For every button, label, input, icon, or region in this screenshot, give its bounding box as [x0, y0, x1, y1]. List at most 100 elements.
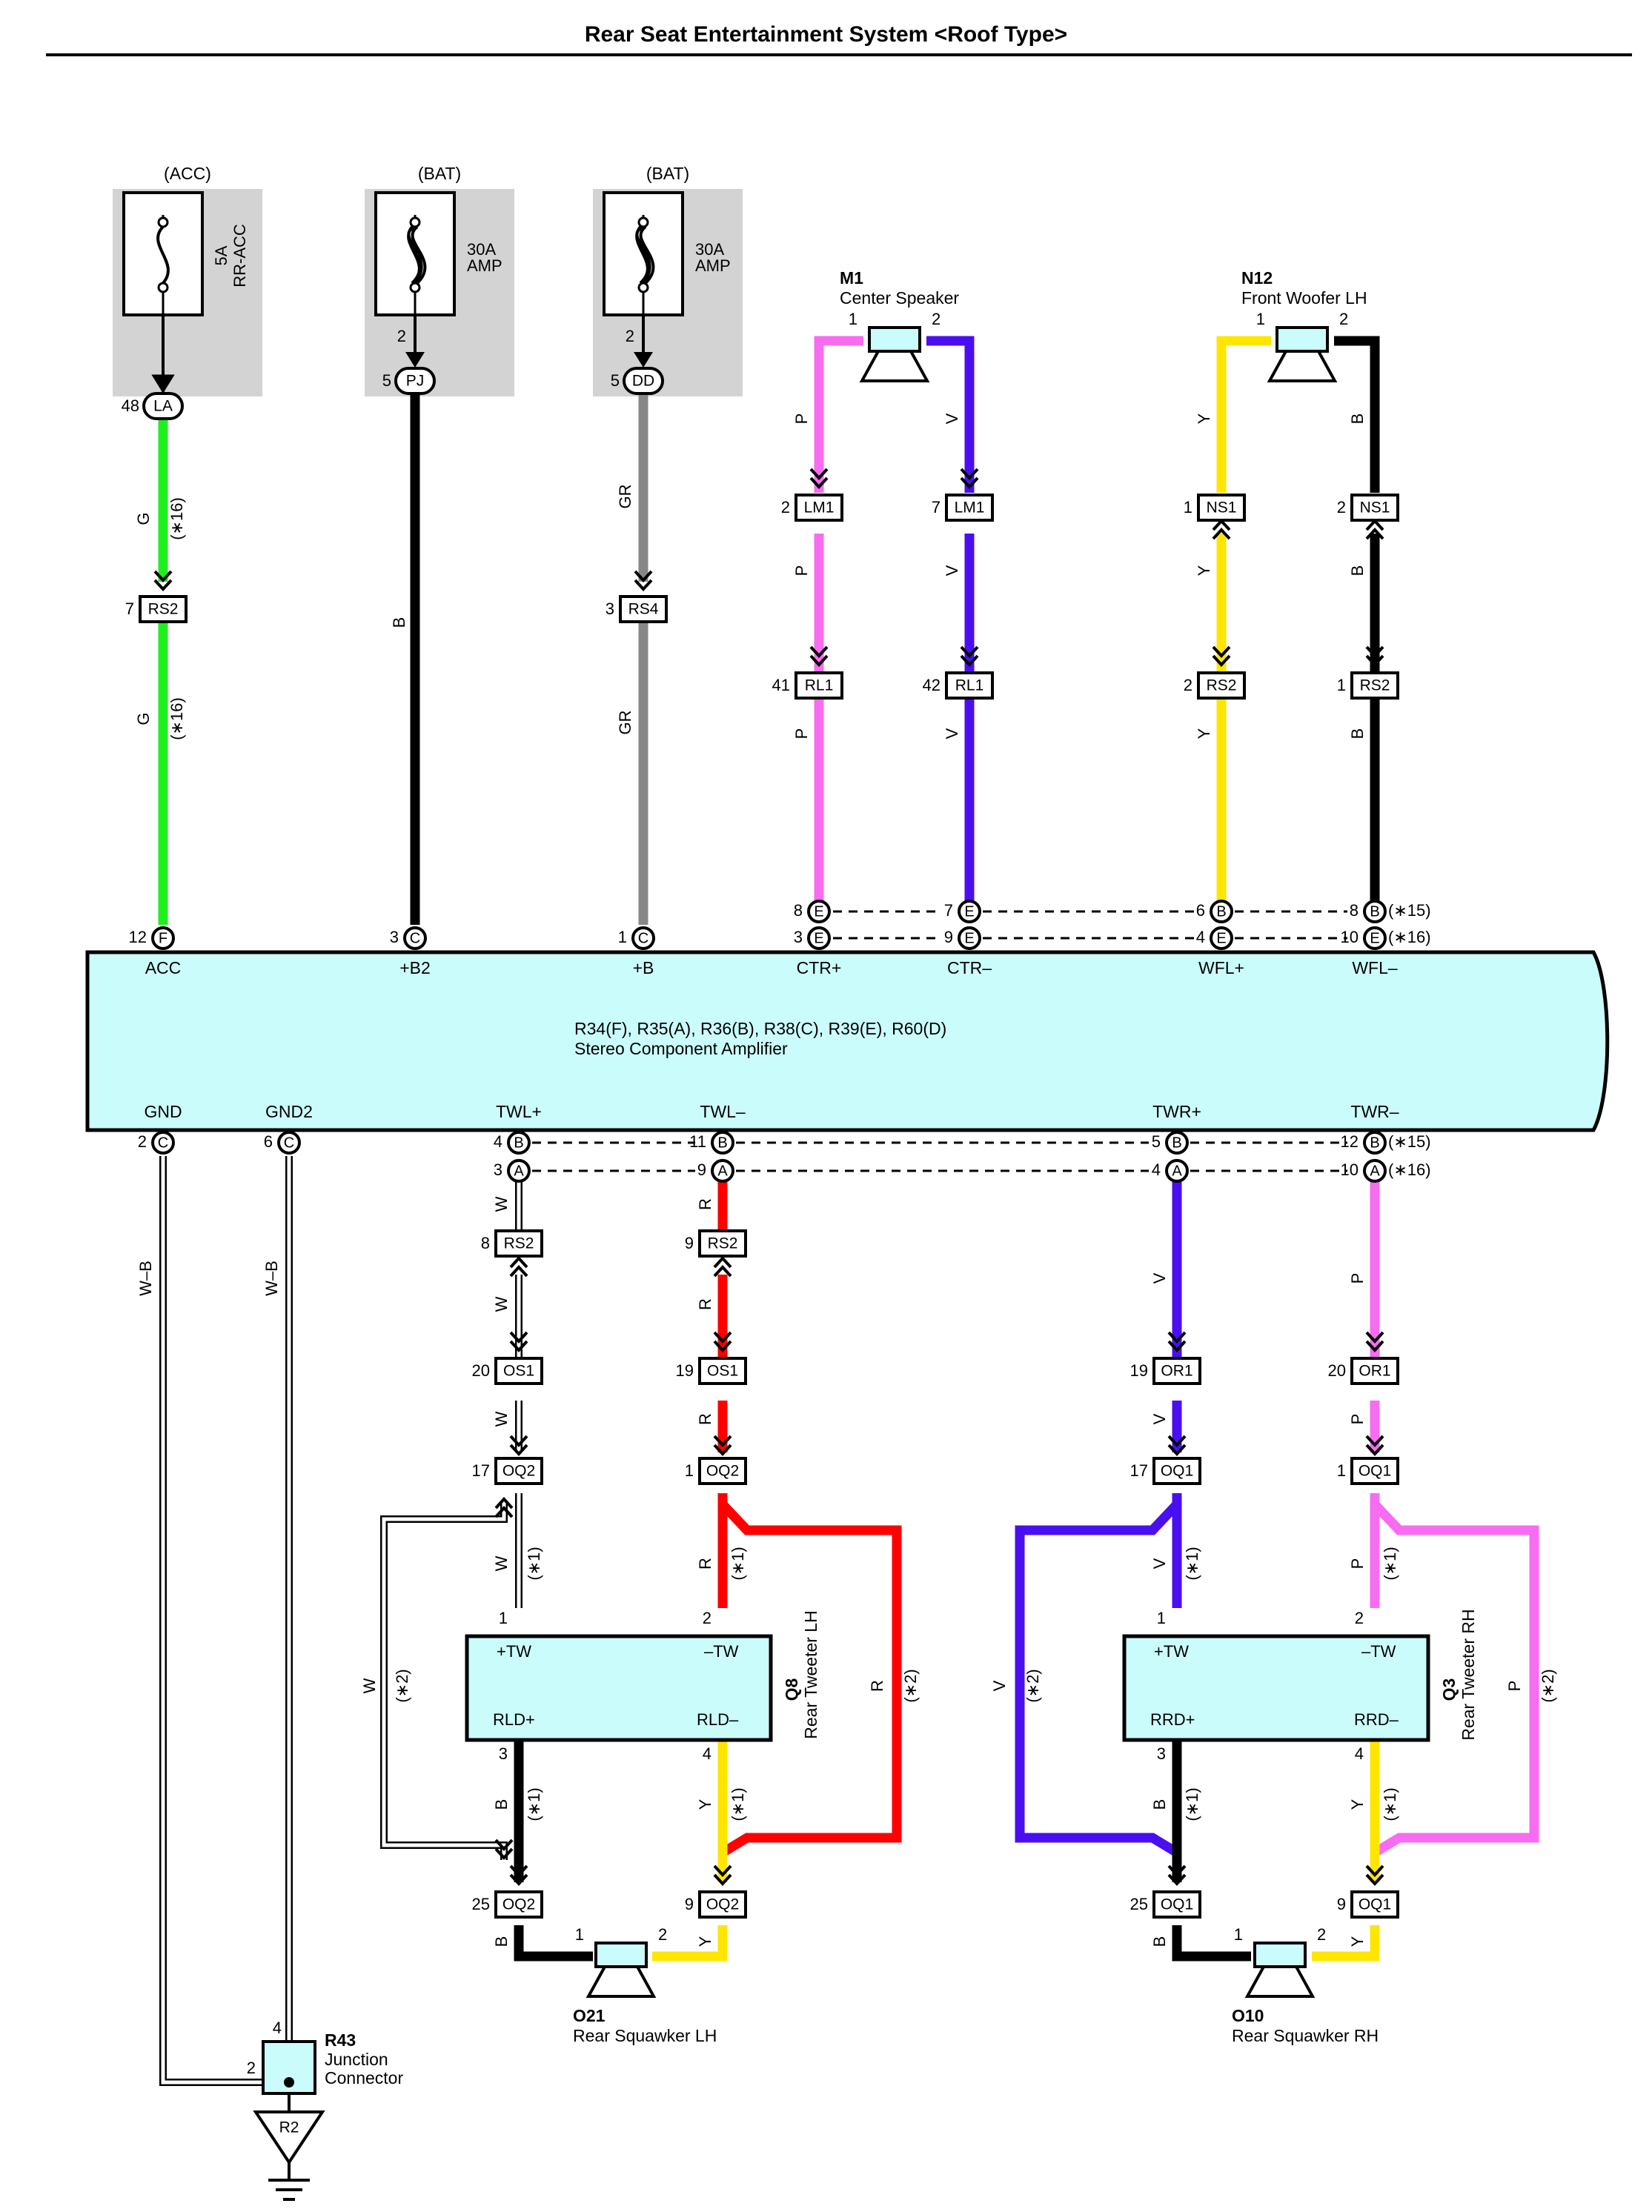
fuse-rating: 30A: [695, 240, 724, 259]
variant-note: (∗15): [1388, 901, 1431, 920]
terminal: [1363, 1131, 1387, 1155]
speaker-pin: 1: [1256, 310, 1265, 328]
terminal: [1165, 1131, 1189, 1155]
chevron-icon: [509, 1256, 528, 1269]
wire-color-label: P: [1348, 1414, 1367, 1425]
amp-pin: 8: [1350, 901, 1359, 920]
tweeter-terminal: –TW: [1361, 1642, 1396, 1661]
wire-color-label: W: [492, 1411, 511, 1426]
amp-pin: 3: [494, 1160, 502, 1179]
terminal: [1363, 900, 1387, 923]
chevron-icon: [1212, 645, 1231, 658]
amp-pin: 3: [390, 928, 399, 946]
terminal: [958, 926, 981, 950]
chevron-icon: [713, 1331, 732, 1344]
connector-pin: 1: [1184, 498, 1192, 517]
tweeter-pin: 1: [1157, 1609, 1166, 1627]
speaker-cone-icon: [586, 1965, 657, 1998]
wire-color-label: B: [390, 617, 408, 628]
chevron-icon: [153, 579, 173, 591]
chevron-icon: [1365, 519, 1384, 531]
amp-pin: 4: [494, 1132, 502, 1151]
connector-pin: 20: [1328, 1361, 1346, 1380]
wire-color-label: GR: [616, 485, 634, 509]
fuse-terminal: [157, 216, 169, 228]
terminal-letter: B: [1216, 903, 1226, 920]
chevron-icon: [634, 570, 653, 582]
chevron-icon: [509, 1435, 528, 1447]
chevron-icon: [960, 476, 979, 489]
amp-pin: 6: [1196, 901, 1205, 920]
connector-name: OR1: [1161, 1363, 1192, 1380]
terminal: [1165, 1159, 1189, 1183]
terminal: [807, 900, 831, 923]
amp-terminal-label: ACC: [145, 958, 182, 977]
connector: [1197, 671, 1246, 700]
wire-color-label: R: [696, 1198, 714, 1210]
connector-name: NS1: [1360, 499, 1390, 517]
wire-color-label: B: [492, 1799, 511, 1810]
wire-layer: [154, 336, 1539, 2086]
wire-color-label: (∗1): [1183, 1787, 1201, 1821]
tweeter-id: Q3: [1439, 1678, 1459, 1701]
terminal-letter: A: [514, 1163, 524, 1179]
terminal: [1363, 1159, 1387, 1183]
terminal: [1210, 926, 1233, 950]
wire-color-label: (∗1): [525, 1547, 543, 1580]
wire-ctr-minus: [926, 336, 975, 903]
connector-name: LM1: [955, 499, 985, 517]
connector-name: RS4: [628, 601, 659, 618]
connector-pin: 19: [1130, 1361, 1148, 1380]
speaker-magnet: [1276, 326, 1329, 353]
wire-color-label: W: [492, 1296, 511, 1312]
chevron-icon: [809, 476, 829, 489]
connector-pin: 17: [1130, 1461, 1148, 1480]
terminal-letter: B: [1370, 1135, 1379, 1151]
amp-pin: 1: [618, 928, 627, 946]
chevron-icon: [1365, 654, 1384, 667]
terminal: [507, 1159, 531, 1183]
speaker-name: Rear Squawker LH: [573, 2026, 717, 2045]
chevron-icon: [509, 1340, 528, 1352]
amp-pin: 2: [138, 1132, 147, 1151]
terminal-letter: E: [814, 903, 823, 920]
terminal: [807, 926, 831, 950]
fuse-element-icon: [156, 225, 170, 285]
connector-name: PJ: [406, 373, 425, 390]
chevron-icon: [809, 654, 829, 667]
amp-terminal-label: GND2: [265, 1102, 313, 1121]
connector: [1350, 1457, 1399, 1485]
amp-pin: 5: [1152, 1132, 1161, 1151]
wire-wfl-plus: [1216, 336, 1271, 903]
wire-color-label: Y: [1348, 1799, 1367, 1810]
terminal: [151, 926, 175, 950]
terminal: [958, 900, 981, 923]
chevron-icon: [1365, 1444, 1384, 1456]
connector-pin: 7: [932, 498, 941, 517]
connector: [139, 595, 188, 623]
amp-pin: 9: [944, 928, 953, 946]
amp-terminal-label: TWL–: [700, 1102, 746, 1121]
terminal: [631, 926, 655, 950]
terminal-letter: C: [638, 930, 648, 946]
wire-color-label: Y: [696, 1799, 714, 1810]
amp-terminal-label: +B: [633, 958, 654, 977]
chevron-icon: [494, 1839, 514, 1851]
connector: [1350, 1890, 1399, 1919]
connector-name: RL1: [805, 677, 834, 694]
wire-color-label: P: [1348, 1273, 1367, 1284]
connector-name: RS2: [504, 1235, 534, 1252]
connector-name: RS2: [1207, 677, 1237, 694]
wire-color-label: W–B: [136, 1261, 155, 1296]
tweeter-name: Rear Tweeter LH: [801, 1610, 820, 1738]
arrow-icon: [405, 352, 425, 368]
wire-color-label: V: [1150, 1272, 1169, 1283]
connector: [1350, 671, 1399, 700]
amp-pin: 7: [944, 901, 953, 920]
wire-color-label: V: [943, 565, 961, 576]
speaker-pin: 2: [1317, 1925, 1326, 1944]
connector-name: RS2: [1360, 677, 1390, 694]
wire-color-label: Y: [696, 1936, 714, 1947]
wire-color-label: V: [1150, 1558, 1169, 1569]
junction-node: [284, 2077, 294, 2088]
